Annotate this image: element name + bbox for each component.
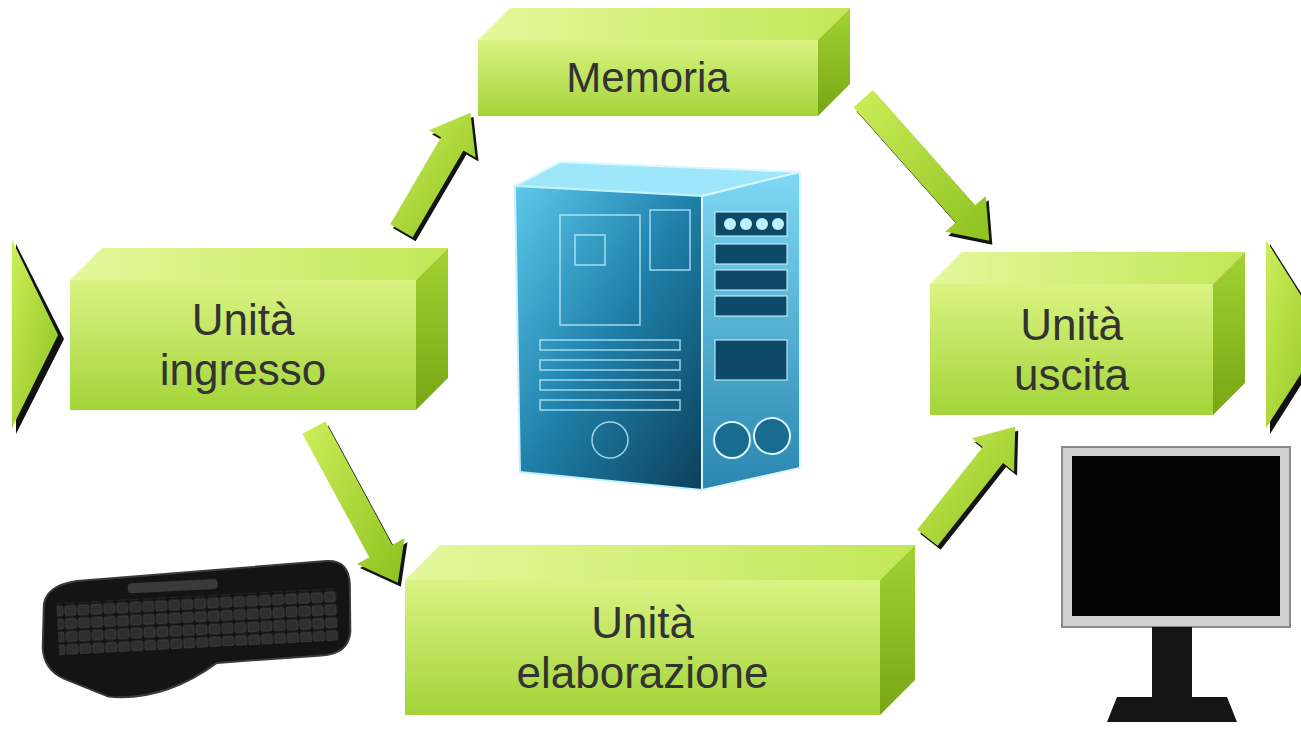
flow-arrow-group xyxy=(390,113,478,242)
box-top-face xyxy=(478,8,850,40)
fan xyxy=(592,422,628,458)
card-slot xyxy=(540,340,680,350)
fan xyxy=(754,418,790,454)
unit-label: Unità elaborazione xyxy=(517,598,769,697)
flow-arrow-group xyxy=(302,421,407,586)
unit-box: Unità uscita xyxy=(930,252,1245,415)
box-top-face xyxy=(405,545,915,580)
flow-arrow xyxy=(917,427,1015,546)
media-keys xyxy=(127,579,217,594)
monitor xyxy=(1062,447,1290,722)
box-content: Unità ingresso xyxy=(70,280,416,410)
drive-bay xyxy=(715,296,787,316)
drive-bay xyxy=(715,244,787,264)
tower-side xyxy=(515,186,702,490)
box-content: Unità elaborazione xyxy=(405,580,880,715)
flow-arrow-group xyxy=(917,427,1018,550)
drive-bay xyxy=(715,270,787,290)
cpu xyxy=(575,235,605,265)
drive-bay xyxy=(715,340,787,380)
box-front-face xyxy=(70,280,416,410)
card-slot xyxy=(540,360,680,370)
unit-label: Unità uscita xyxy=(1014,300,1129,399)
card-slot xyxy=(540,380,680,390)
monitor-screen xyxy=(1072,456,1280,616)
monitor-frame xyxy=(1062,447,1290,627)
flow-arrow xyxy=(854,90,990,241)
knob xyxy=(724,218,736,230)
unit-box: Memoria xyxy=(478,8,850,116)
input-chevron xyxy=(12,240,64,434)
box-content: Memoria xyxy=(478,40,818,116)
drive-bays xyxy=(714,212,790,458)
unit-label: Unità ingresso xyxy=(160,295,326,394)
box-side-face xyxy=(880,545,915,715)
tower-internals xyxy=(540,210,690,458)
flow-arrow-group xyxy=(854,90,993,245)
drive-bay xyxy=(715,212,787,236)
unit-box: Unità ingresso xyxy=(70,248,448,410)
box-top-face xyxy=(70,248,448,280)
keys xyxy=(56,589,338,656)
motherboard xyxy=(560,215,640,325)
box-front-face xyxy=(405,580,880,715)
monitor-neck xyxy=(1152,627,1192,697)
card-slot xyxy=(540,400,680,410)
tower-front xyxy=(702,172,800,490)
power-supply xyxy=(650,210,690,270)
chevron xyxy=(1266,240,1301,428)
box-front-face xyxy=(930,284,1213,415)
box-side-face xyxy=(416,248,448,410)
chevron xyxy=(12,240,58,428)
knob xyxy=(740,218,752,230)
box-front-face xyxy=(478,40,818,116)
output-chevron xyxy=(1266,240,1301,434)
flow-arrow xyxy=(302,421,404,582)
monitor-base xyxy=(1107,697,1237,722)
unit-box: Unità elaborazione xyxy=(405,545,915,715)
box-side-face xyxy=(818,8,850,116)
box-side-face xyxy=(1213,252,1245,415)
unit-label: Memoria xyxy=(566,54,729,101)
fan xyxy=(714,422,750,458)
knob xyxy=(772,218,784,230)
knob xyxy=(756,218,768,230)
computer-tower xyxy=(515,162,800,490)
box-content: Unità uscita xyxy=(930,284,1213,415)
keyboard xyxy=(39,560,355,702)
keyboard-body xyxy=(39,560,355,702)
box-top-face xyxy=(930,252,1245,284)
flow-arrow xyxy=(390,113,475,238)
